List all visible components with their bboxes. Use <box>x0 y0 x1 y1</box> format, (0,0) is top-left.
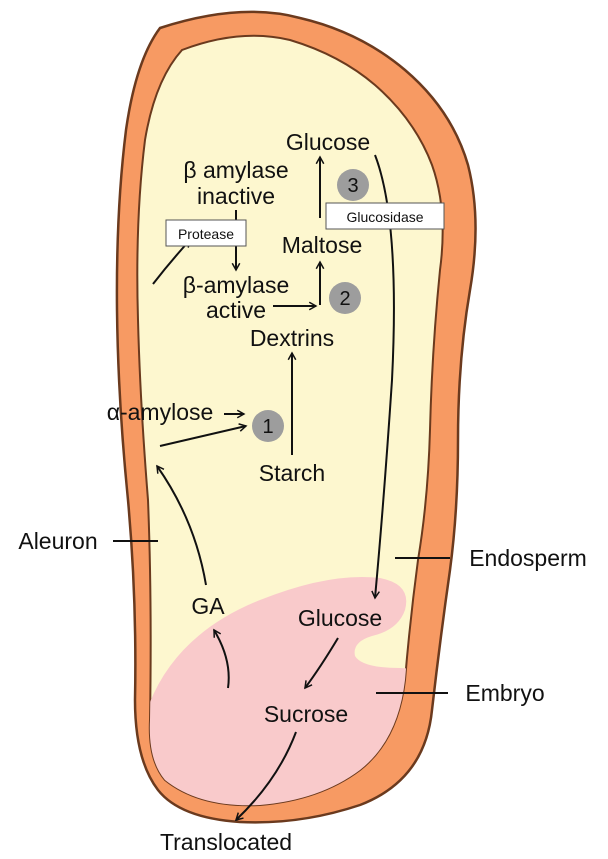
beta-amylase-active-line2: active <box>206 297 266 323</box>
beta-amylase-inactive-line2: inactive <box>197 183 275 209</box>
protease-label: Protease <box>178 226 234 242</box>
glucose-embryo-label: Glucose <box>298 605 382 631</box>
sucrose-label: Sucrose <box>264 701 348 727</box>
starch-label: Starch <box>259 460 325 486</box>
embryo-label: Embryo <box>465 680 544 706</box>
step-2-number: 2 <box>339 288 350 310</box>
step-3-number: 3 <box>347 175 358 197</box>
step-1-number: 1 <box>262 416 273 438</box>
glucosidase-label: Glucosidase <box>346 209 423 225</box>
maltose-label: Maltose <box>282 232 363 258</box>
aleuron-label: Aleuron <box>18 528 97 554</box>
endosperm-label: Endosperm <box>469 545 587 571</box>
translocated-label: Translocated <box>160 829 292 855</box>
beta-amylase-active-line1: β-amylase <box>183 272 290 298</box>
glucose-top-label: Glucose <box>286 129 370 155</box>
dextrins-label: Dextrins <box>250 325 334 351</box>
beta-amylase-inactive-line1: β amylase <box>183 157 288 183</box>
ga-label: GA <box>191 593 225 619</box>
alpha-amylose-label: α-amylose <box>107 399 214 425</box>
